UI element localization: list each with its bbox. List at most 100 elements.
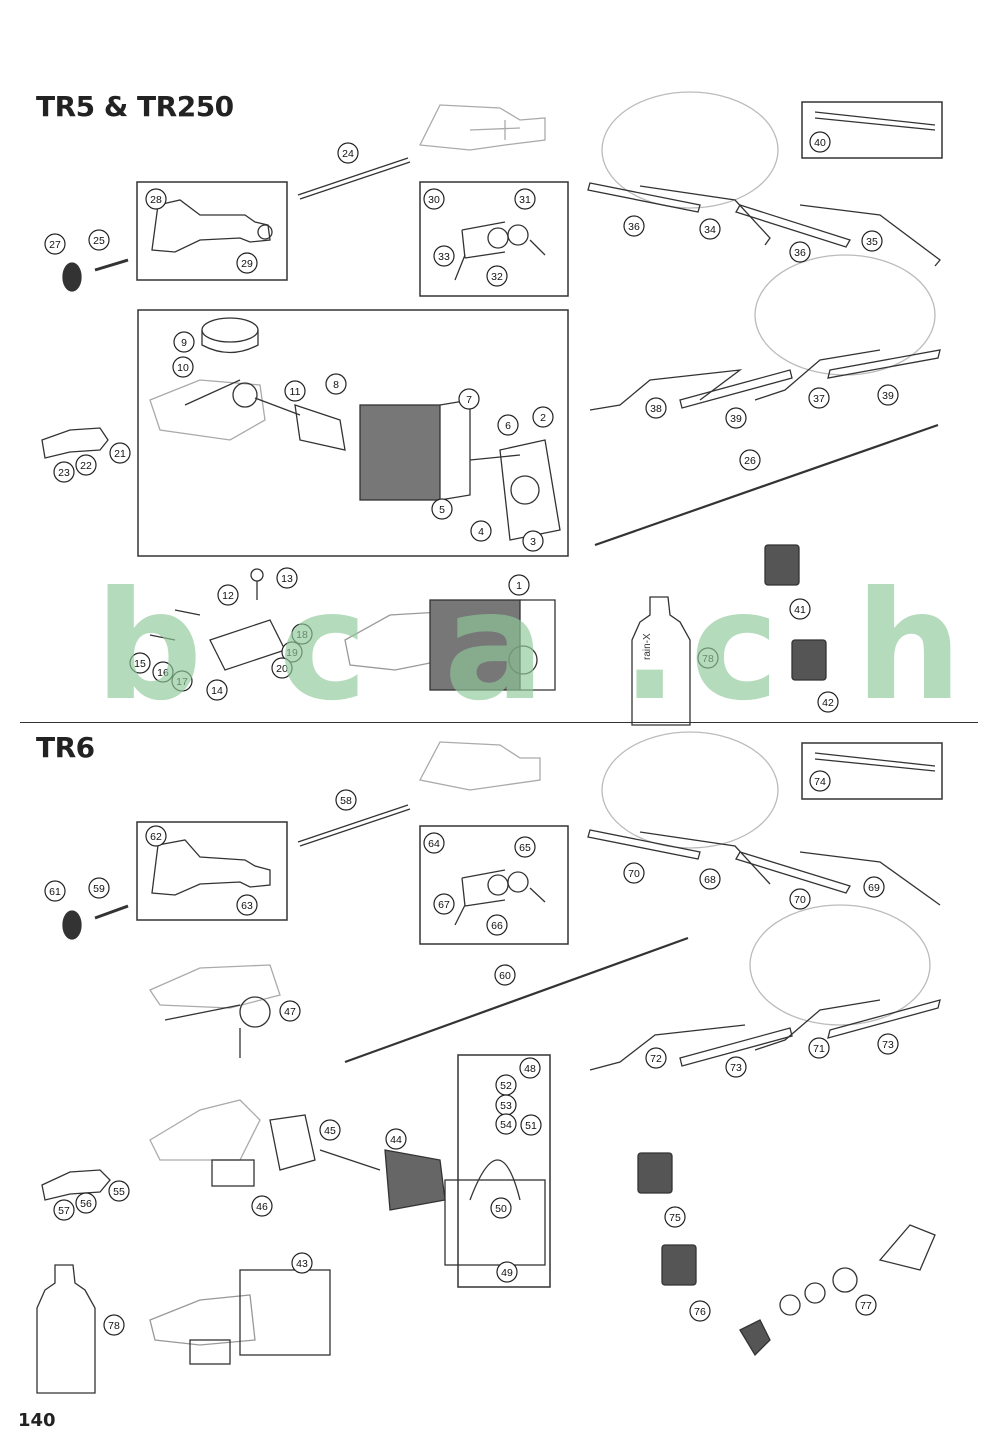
- callout-number: 9: [181, 337, 187, 349]
- callout-number: 2: [540, 412, 546, 424]
- wiper-motor-detail-frame: [137, 309, 569, 557]
- wiper-refill-detail-frame: [801, 101, 943, 159]
- callout-number: 27: [49, 239, 61, 251]
- callout-57: 57: [53, 1199, 75, 1221]
- callout-circle: [495, 1113, 517, 1135]
- callout-circle: [236, 894, 258, 916]
- callout-circle: [623, 862, 645, 884]
- callout-circle: [109, 442, 131, 464]
- callout-number: 47: [284, 1006, 296, 1018]
- callout-circle: [75, 1192, 97, 1214]
- callout-65: 65: [514, 836, 536, 858]
- callout-circle: [789, 241, 811, 263]
- callout-circle: [699, 218, 721, 240]
- callout-75: 75: [664, 1206, 686, 1228]
- callout-number: 49: [501, 1267, 513, 1279]
- callout-51: 51: [520, 1114, 542, 1136]
- callout-23: 23: [53, 461, 75, 483]
- callout-number: 37: [813, 393, 825, 405]
- callout-number: 19: [286, 647, 298, 659]
- callout-circle: [108, 1180, 130, 1202]
- callout-61: 61: [44, 880, 66, 902]
- callout-number: 33: [438, 251, 450, 263]
- section-title-tr5: TR5 & TR250: [36, 90, 234, 123]
- callout-circle: [863, 876, 885, 898]
- callout-73: 73: [877, 1033, 899, 1055]
- callout-circle: [496, 1261, 518, 1283]
- callout-number: 70: [628, 868, 640, 880]
- callout-48: 48: [519, 1057, 541, 1079]
- callout-circle: [271, 657, 293, 679]
- callout-circle: [808, 1037, 830, 1059]
- callout-number: 34: [704, 224, 716, 236]
- callout-60: 60: [494, 964, 516, 986]
- callout-number: 7: [466, 394, 472, 406]
- bezel-nut-icon: [62, 262, 82, 292]
- callout-circle: [497, 414, 519, 436]
- section-title-tr6: TR6: [36, 731, 95, 764]
- callout-number: 56: [80, 1198, 92, 1210]
- wheelbox-detail-frame: [136, 181, 288, 281]
- callout-26: 26: [739, 449, 761, 471]
- callout-circle: [433, 245, 455, 267]
- callout-35: 35: [861, 230, 883, 252]
- callout-circle: [236, 252, 258, 274]
- callout-circle: [522, 530, 544, 552]
- bezel-nut-icon-tr6: [62, 910, 82, 940]
- steering-wheel-ghost: [601, 91, 779, 209]
- callout-circle: [697, 647, 719, 669]
- wheelbox-icon: [151, 199, 271, 253]
- callout-circle: [490, 1197, 512, 1219]
- callout-number: 77: [860, 1300, 872, 1312]
- callout-36: 36: [789, 241, 811, 263]
- callout-number: 1: [516, 580, 522, 592]
- callout-number: 59: [93, 883, 105, 895]
- callout-number: 36: [794, 247, 806, 259]
- callout-15: 15: [129, 652, 151, 674]
- callout-circle: [470, 520, 492, 542]
- callout-number: 63: [241, 900, 253, 912]
- callout-circle: [809, 770, 831, 792]
- callout-22: 22: [75, 454, 97, 476]
- callout-circle: [789, 598, 811, 620]
- callout-13: 13: [276, 567, 298, 589]
- callout-71: 71: [808, 1037, 830, 1059]
- callout-circle: [75, 454, 97, 476]
- callout-73: 73: [725, 1056, 747, 1078]
- callout-circle: [532, 406, 554, 428]
- callout-number: 21: [114, 448, 126, 460]
- callout-20: 20: [271, 657, 293, 679]
- callout-circle: [319, 1119, 341, 1141]
- callout-31: 31: [514, 188, 536, 210]
- callout-number: 11: [290, 386, 301, 398]
- callout-62: 62: [145, 825, 167, 847]
- callout-27: 27: [44, 233, 66, 255]
- callout-number: 78: [702, 653, 714, 665]
- callout-number: 29: [241, 258, 253, 270]
- callout-circle: [494, 964, 516, 986]
- callout-circle: [335, 789, 357, 811]
- callout-39: 39: [877, 384, 899, 406]
- rainx-bottle-icon-tr6: [36, 1264, 96, 1394]
- callout-77: 77: [855, 1294, 877, 1316]
- callout-number: 70: [794, 894, 806, 906]
- callout-circle: [789, 888, 811, 910]
- callout-circle: [53, 461, 75, 483]
- callout-number: 15: [134, 658, 146, 670]
- callout-circle: [861, 230, 883, 252]
- callout-circle: [645, 397, 667, 419]
- callout-number: 36: [628, 221, 640, 233]
- callout-12: 12: [217, 584, 239, 606]
- callout-circle: [284, 380, 306, 402]
- callout-74: 74: [809, 770, 831, 792]
- callout-2: 2: [532, 406, 554, 428]
- callout-64: 64: [423, 832, 445, 854]
- callout-circle: [739, 449, 761, 471]
- callout-circle: [152, 661, 174, 683]
- callout-30: 30: [423, 188, 445, 210]
- callout-5: 5: [431, 498, 453, 520]
- callout-circle: [385, 1128, 407, 1150]
- callout-number: 57: [58, 1205, 70, 1217]
- callout-8: 8: [325, 373, 347, 395]
